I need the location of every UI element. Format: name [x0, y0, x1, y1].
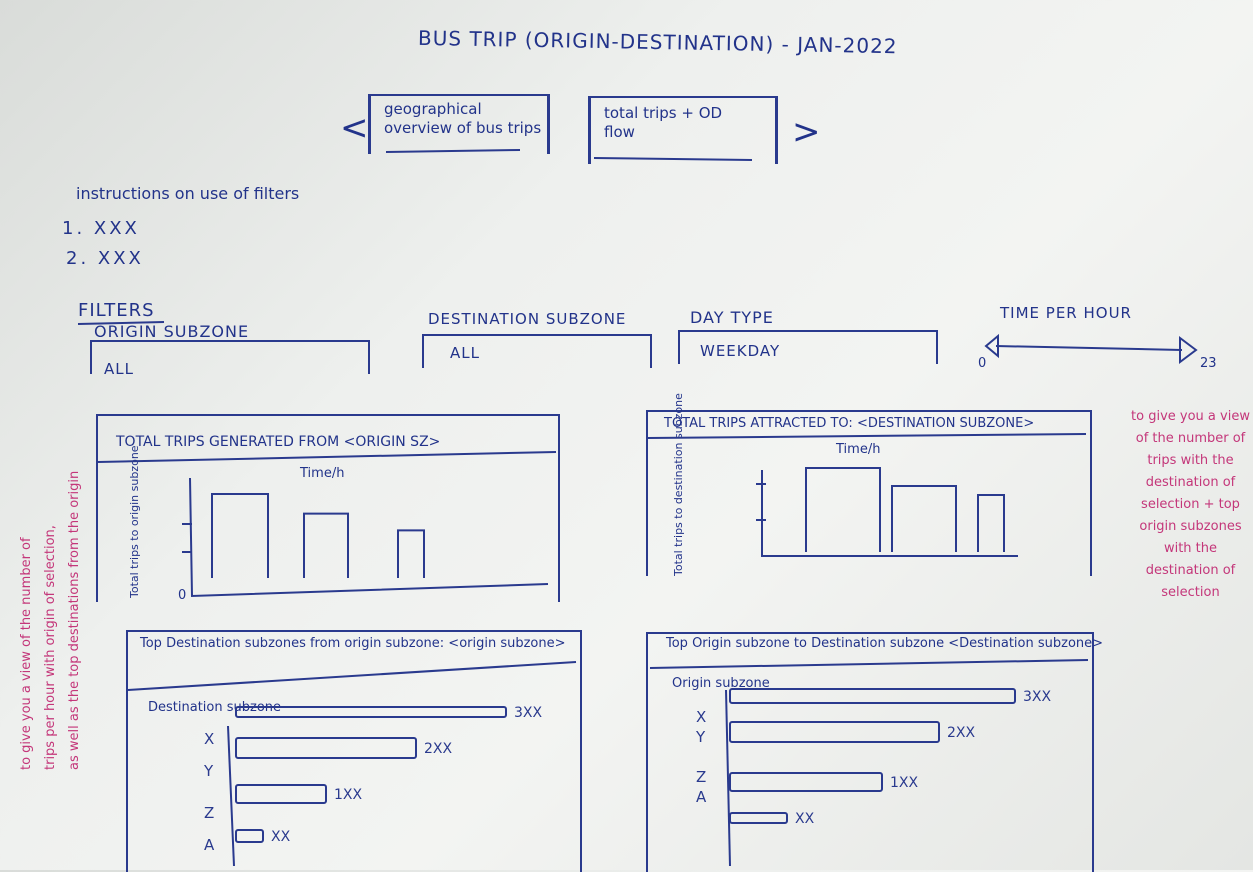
chart-3-bar: [235, 784, 327, 804]
time-slider-end-icon: [1179, 336, 1198, 364]
panel-top-destinations-divider: [127, 661, 577, 691]
panel-trips-generated-xlabel: Time/h: [300, 466, 345, 481]
panel-top-destinations-title: Top Destination subzones from origin sub…: [140, 636, 566, 651]
chart-2-bar: [805, 467, 881, 552]
panel-trips-generated-divider: [97, 451, 557, 463]
chart-4-bar: [729, 772, 883, 792]
origin-subzone-select[interactable]: [90, 340, 370, 374]
chart-3-value-label: 2XX: [424, 741, 452, 757]
panel-top-origins: [646, 632, 1094, 872]
day-type-label: DAY TYPE: [690, 308, 774, 327]
panel-trips-attracted-xlabel: Time/h: [836, 442, 881, 457]
panel-top-origins-title: Top Origin subzone to Destination subzon…: [666, 636, 1104, 651]
panel-top-origins-divider: [649, 659, 1089, 669]
chart-4-category-label: Y: [695, 728, 706, 746]
chart-4-value-label: 2XX: [947, 725, 975, 741]
tab-geographical-overview-underline: [385, 149, 521, 153]
time-slider-track: [995, 345, 1183, 351]
panel-top-origins-axis-label: Origin subzone: [672, 676, 770, 691]
chart-3-category-label: Y: [203, 762, 214, 780]
panel-trips-generated: [96, 414, 560, 602]
chart-3-value-label: 3XX: [514, 705, 542, 721]
time-slider-min: 0: [978, 356, 987, 371]
chart-3-bar: [235, 706, 507, 718]
chart-3-value-label: XX: [271, 829, 291, 845]
chart-4-value-label: XX: [795, 811, 815, 827]
tab-total-trips-od-flow-underline: [593, 157, 753, 161]
day-type-select[interactable]: [678, 330, 938, 364]
chart-4-bar: [729, 721, 940, 743]
chart-3-category-label: Z: [204, 804, 214, 822]
time-per-hour-label: TIME PER HOUR: [1000, 304, 1132, 322]
panel-trips-attracted-divider: [647, 433, 1087, 439]
panel-trips-attracted-title: TOTAL TRIPS ATTRACTED TO: <DESTINATION S…: [664, 416, 1035, 431]
chevron-left-icon[interactable]: <: [340, 108, 369, 148]
time-slider-max: 23: [1200, 356, 1217, 371]
filters-heading-underline: [77, 321, 165, 325]
instruction-item-2: 2. XXX: [66, 248, 144, 269]
chart-4-value-label: 1XX: [890, 775, 918, 791]
chart-3-axis: [227, 725, 235, 867]
panel-top-destinations: [126, 630, 582, 872]
chart-3-category-label: X: [204, 730, 214, 748]
tab-geographical-overview[interactable]: [368, 94, 550, 154]
chart-4-category-label: A: [696, 788, 707, 806]
tab-total-trips-od-flow[interactable]: [588, 96, 778, 164]
panel-trips-attracted: [646, 410, 1092, 576]
chart-4-bar: [729, 812, 788, 824]
chart-4-category-label: Z: [696, 768, 706, 786]
chart-2-bar: [977, 494, 1005, 552]
chart-4-value-label: 3XX: [1023, 689, 1051, 705]
chart-2-bar: [891, 485, 957, 552]
instruction-item-1: 1. XXX: [62, 218, 140, 239]
destination-subzone-value: ALL: [450, 344, 480, 362]
day-type-value: WEEKDAY: [700, 342, 781, 360]
chart-3-value-label: 1XX: [334, 787, 362, 803]
tab-total-trips-od-flow-label: total trips + OD flow: [604, 104, 723, 141]
origin-subzone-label: ORIGIN SUBZONE: [94, 322, 250, 341]
filters-heading: FILTERS: [78, 300, 155, 321]
panel-trips-generated-title: TOTAL TRIPS GENERATED FROM <ORIGIN SZ>: [116, 434, 441, 450]
chart-3-bar: [235, 737, 417, 759]
chart-4-axis: [725, 689, 731, 867]
chart-1-bar: [397, 529, 425, 578]
chart-3-category-label: A: [204, 836, 215, 854]
tab-geographical-overview-label: geographical overview of bus trips: [384, 100, 542, 137]
instructions-heading: instructions on use of filters: [76, 184, 300, 203]
chart-1-axes: [189, 477, 549, 598]
destination-subzone-label: DESTINATION SUBZONE: [428, 310, 627, 328]
annotation-right: to give you a view of the number of trip…: [1131, 409, 1250, 600]
chart-3-bar: [235, 829, 264, 843]
chart-4-bar: [729, 688, 1016, 704]
origin-subzone-value: ALL: [104, 360, 134, 378]
chart-2-axes: [761, 470, 1018, 557]
destination-subzone-select[interactable]: [422, 334, 652, 368]
chart-1-bar: [211, 493, 269, 578]
chevron-right-icon[interactable]: >: [792, 112, 821, 152]
time-slider-start-icon: [984, 333, 999, 359]
panel-trips-generated-zero: 0: [178, 588, 187, 603]
chart-4-category-label: X: [696, 708, 706, 726]
panel-top-destinations-axis-label: Destination subzone: [148, 700, 282, 715]
chart-1-bar: [303, 512, 349, 578]
